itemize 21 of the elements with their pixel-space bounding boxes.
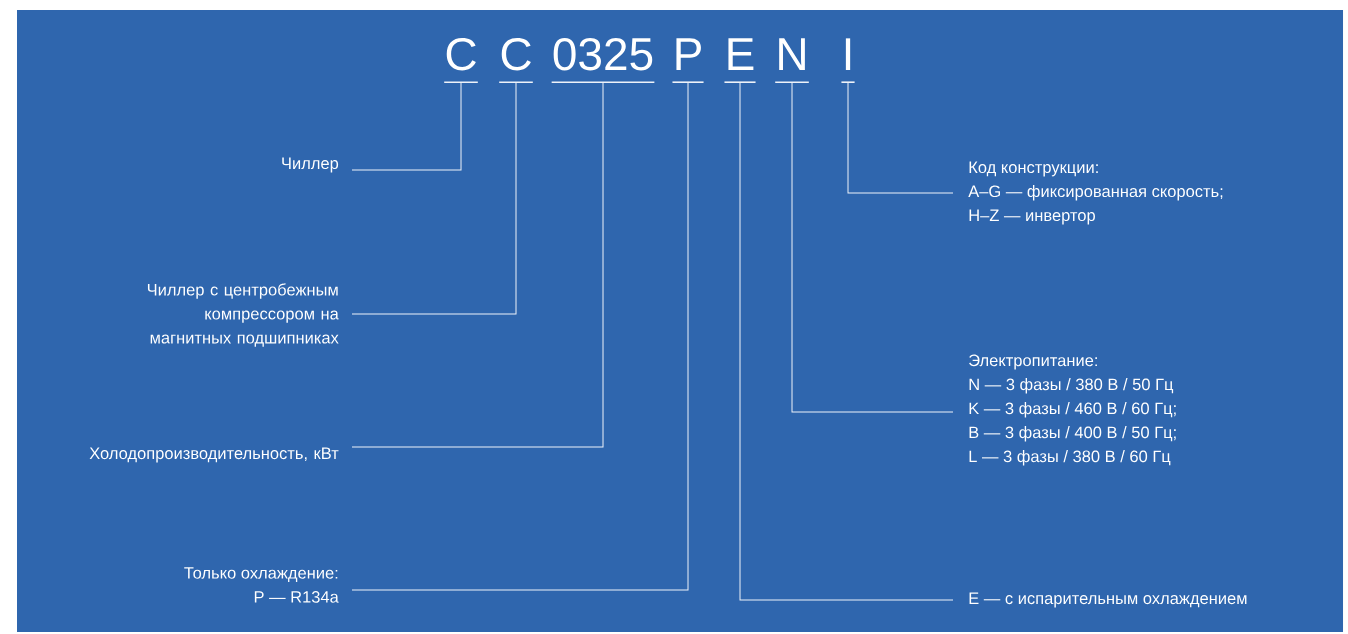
leader-line <box>791 81 954 413</box>
description-text: Холодопроизводительность, кВт <box>89 447 339 463</box>
code-letter: C <box>498 37 534 83</box>
description-text: Только охлаждение: P — R134a <box>184 567 339 603</box>
description-text: Код конструкции: A–G — фиксированная скорость; H–Z — инвертор <box>968 161 1223 225</box>
code-letter: C <box>443 37 479 83</box>
code-letter: I <box>840 38 856 83</box>
description-text: Электропитание: N — 3 фазы / 380 В / 50 Гц K — 3 фазы / 460 В / 60 Гц; B — 3 фазы / 400 В / 50 Гц; L — 3 фазы / 380 В / 60 Гц <box>969 354 1176 466</box>
leader-line <box>351 81 462 171</box>
leader-line <box>739 81 954 601</box>
leader-line <box>351 81 517 315</box>
description-text: E — с испарительным охлаждением <box>969 592 1247 608</box>
leader-line <box>351 81 689 591</box>
description-text: Чиллер с центробежным компрессором на магнитных подшипниках <box>147 283 339 347</box>
leader-line <box>351 81 604 448</box>
code-letter: P <box>671 38 705 83</box>
code-letter: E <box>723 38 757 83</box>
leader-line <box>847 81 954 194</box>
code-letter: N <box>774 38 810 83</box>
code-letter: 0325 <box>550 37 656 83</box>
description-text: Чиллер <box>282 157 339 173</box>
